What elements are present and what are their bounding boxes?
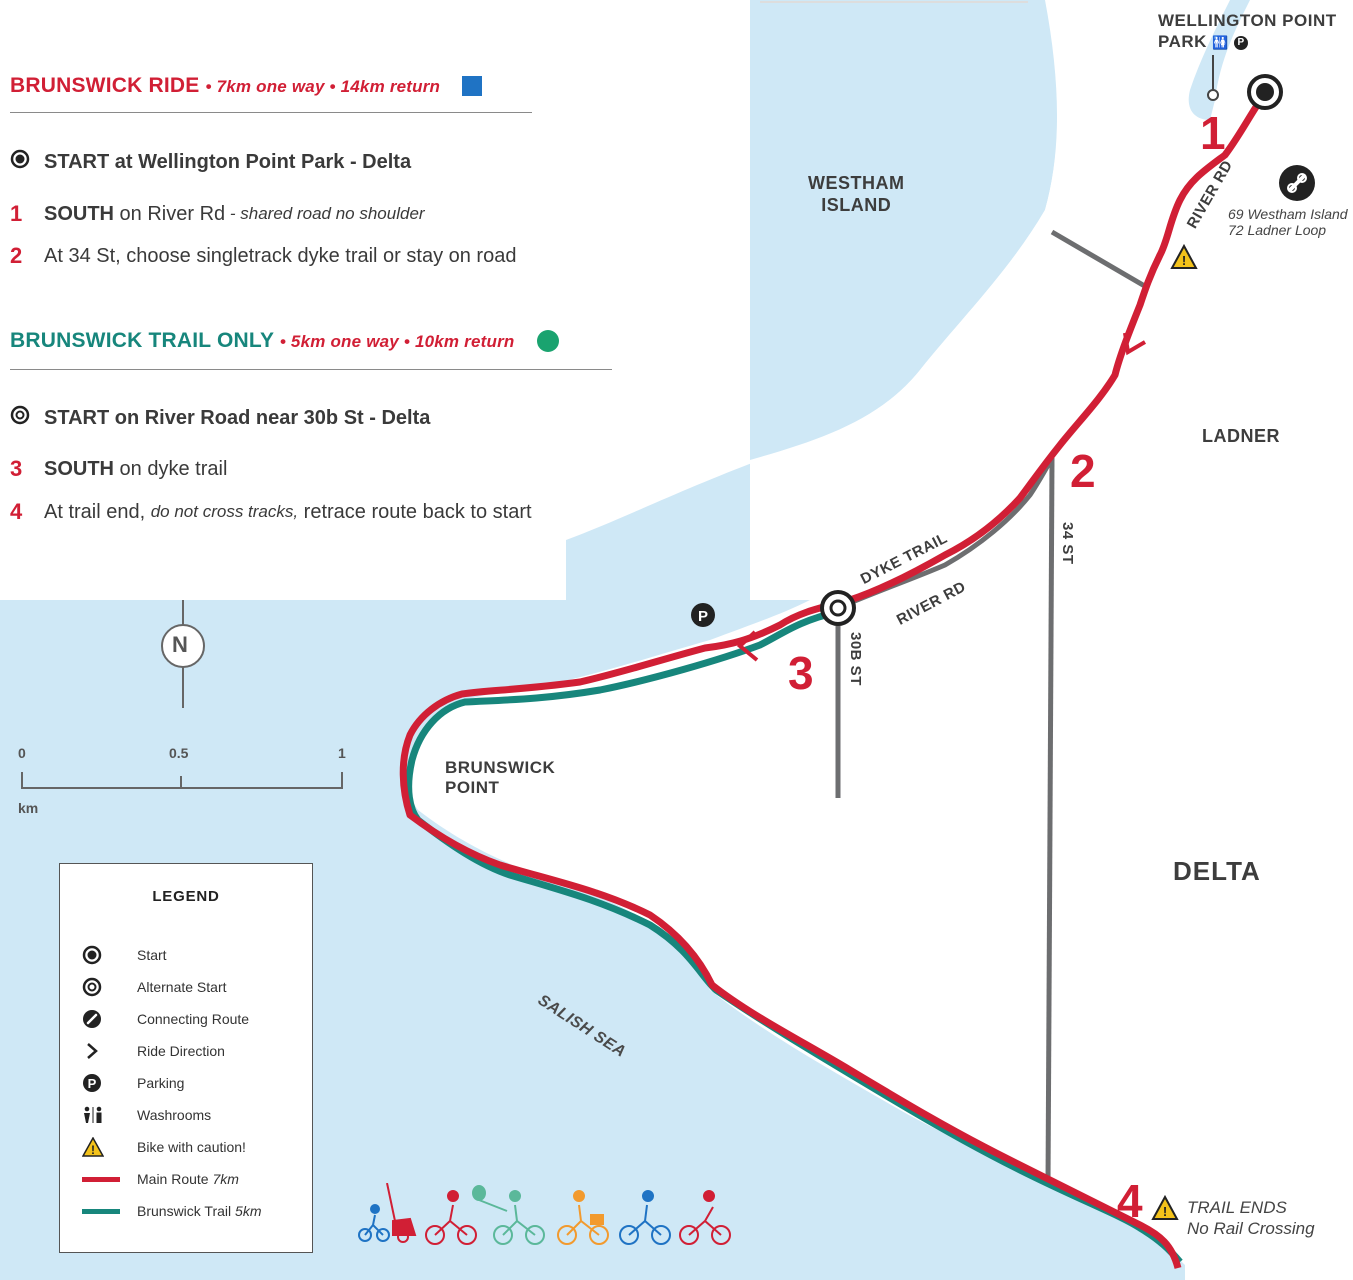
main-route-line-icon — [82, 1176, 137, 1182]
basket-cyclist-icon — [557, 1190, 609, 1245]
route-number-4: 4 — [1117, 1175, 1143, 1227]
ladner-label: LADNER — [1202, 426, 1280, 446]
child-cyclist-icon — [358, 1204, 390, 1242]
scale-bar — [21, 772, 343, 789]
wellington-point-label: WELLINGTON POINT PARK 🚻 P — [1158, 11, 1337, 51]
caution-marker-river-rd: ! — [1170, 243, 1198, 269]
ride-direction-chevron-lower — [736, 630, 759, 662]
brunswick-ride-subtitle: 7km one way • 14km return — [216, 77, 441, 96]
delta-label: DELTA — [1173, 856, 1261, 886]
legend-title: LEGEND — [152, 888, 220, 905]
water-channel — [1060, 0, 1250, 120]
route-number-2: 2 — [1070, 445, 1096, 497]
road-cyclist-icon — [679, 1190, 731, 1245]
connecting-route-icon — [82, 1009, 137, 1029]
road-34-st — [1045, 457, 1055, 1186]
brunswick-trail-header: BRUNSWICK TRAIL ONLY • 5km one way • 10k… — [10, 329, 559, 353]
square-swatch-icon — [462, 76, 483, 97]
scale-tick-half: 0.5 — [169, 745, 189, 761]
legend-item-alternate-start: Alternate Start — [82, 975, 227, 999]
start-icon — [82, 945, 137, 965]
ride-direction-icon — [82, 1041, 137, 1061]
parking-icon: P — [82, 1073, 137, 1093]
legend-item-main-route: Main Route 7km — [82, 1167, 239, 1191]
brunswick-trail-subtitle: 5km one way • 10km return — [290, 332, 515, 351]
legend-item-parking: P Parking — [82, 1071, 184, 1095]
brunswick-trail-rule — [10, 369, 612, 370]
westham-island-label: WESTHAM ISLAND — [808, 173, 905, 215]
trailer-cyclist-icon — [386, 1183, 477, 1245]
main-route-line — [399, 95, 1265, 1269]
brunswick-trail-title: BRUNSWICK TRAIL ONLY — [10, 329, 274, 352]
legend-item-ride-direction: Ride Direction — [82, 1039, 225, 1063]
ride-step-2: 2 At 34 St, choose singletrack dyke trai… — [10, 243, 517, 268]
34-st-label: 34 ST — [1059, 522, 1076, 565]
start-marker — [1247, 74, 1283, 110]
scale-tick-1: 1 — [338, 745, 346, 761]
connecting-route-caption: 69 Westham Island 72 Ladner Loop — [1228, 206, 1348, 238]
water-river — [566, 0, 1058, 600]
circle-swatch-icon — [536, 330, 559, 353]
compass-north-letter: N — [172, 632, 188, 657]
ride-start-text: START at Wellington Point Park - Delta — [44, 150, 412, 173]
legend-item-brunswick-trail: Brunswick Trail 5km — [82, 1199, 261, 1223]
legend-box: LEGEND Start Alternate Start Connecting … — [59, 863, 313, 1253]
brunswick-ride-header: BRUNSWICK RIDE • 7km one way • 14km retu… — [10, 74, 483, 98]
route-number-3: 3 — [788, 647, 814, 699]
trail-route-line-icon — [82, 1208, 137, 1214]
svg-text:!: ! — [91, 1143, 95, 1157]
svg-text:!: ! — [1163, 1204, 1167, 1219]
brunswick-trail-line — [405, 608, 1183, 1265]
legend-item-start: Start — [82, 943, 167, 967]
alternate-start-marker — [820, 590, 856, 626]
start-icon — [10, 149, 44, 175]
compass — [161, 600, 205, 708]
svg-text:P: P — [698, 608, 708, 625]
legend-item-washrooms: Washrooms — [82, 1103, 211, 1127]
ride-step-1: 1 SOUTH on River Rd - shared road no sho… — [10, 201, 425, 226]
trail-ends-caption: TRAIL ENDS No Rail Crossing — [1187, 1198, 1315, 1238]
road-connector-top — [1050, 229, 1150, 291]
commuter-cyclist-icon — [619, 1190, 671, 1245]
brunswick-ride-title: BRUNSWICK RIDE — [10, 74, 200, 97]
ride-direction-chevron-upper — [1123, 332, 1147, 356]
30b-st-label: 30B ST — [847, 632, 864, 686]
washrooms-icon: 🚻 — [1212, 35, 1229, 50]
parking-marker: P — [691, 603, 715, 627]
parking-icon: P — [1234, 35, 1249, 50]
trail-start-text: START on River Road near 30b St - Delta — [44, 406, 431, 429]
trail-step-3: 3 SOUTH on dyke trail — [10, 456, 228, 481]
caution-icon: ! — [82, 1137, 137, 1157]
scale-unit: km — [18, 800, 39, 816]
trail-step-4: 4 At trail end, do not cross tracks, ret… — [10, 499, 532, 524]
alternate-start-icon — [82, 977, 137, 997]
land-westham-island — [750, 0, 1353, 600]
scale-tick-0: 0 — [18, 745, 26, 761]
legend-item-caution: ! Bike with caution! — [82, 1135, 246, 1159]
alternate-start-icon — [10, 405, 44, 431]
brunswick-ride-rule — [10, 112, 532, 113]
connecting-route-marker — [1279, 165, 1315, 201]
legend-item-connecting-route: Connecting Route — [82, 1007, 249, 1031]
balloon-cyclist-icon — [472, 1185, 545, 1245]
trail-start-step: START on River Road near 30b St - Delta — [10, 405, 430, 431]
ride-start-step: START at Wellington Point Park - Delta — [10, 149, 411, 175]
caution-marker-trail-end: ! — [1151, 1194, 1179, 1220]
washrooms-icon — [82, 1106, 137, 1124]
brunswick-point-label: BRUNSWICK POINT — [445, 758, 556, 797]
svg-text:P: P — [88, 1076, 97, 1091]
route-number-1: 1 — [1200, 107, 1226, 159]
svg-text:!: ! — [1182, 253, 1186, 268]
cyclists-illustration — [358, 1183, 731, 1245]
